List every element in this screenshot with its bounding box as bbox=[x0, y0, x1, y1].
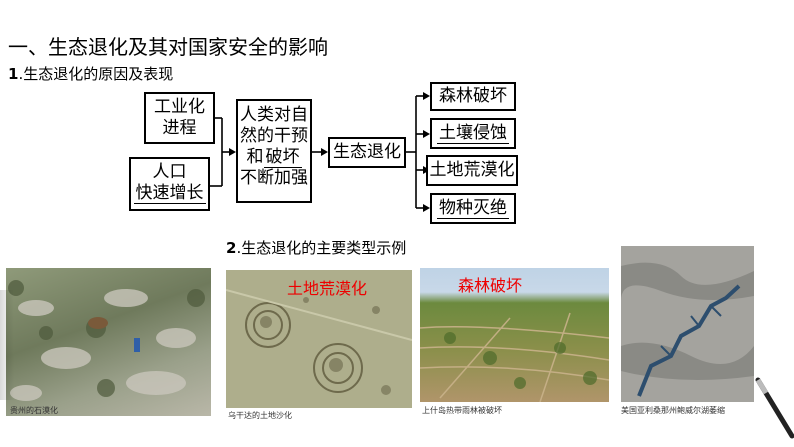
result-box-desertification: 土地荒漠化 bbox=[426, 155, 518, 186]
section-heading-examples: 2.生态退化的主要类型示例 bbox=[226, 238, 406, 258]
photo-lake-shrinking bbox=[621, 246, 754, 402]
middle-line-underlined: 破坏 bbox=[263, 147, 302, 168]
photo-caption: 上什岛热带雨林被破坏 bbox=[422, 406, 502, 415]
aerial-texture bbox=[226, 270, 412, 408]
result-box-forest: 森林破坏 bbox=[430, 82, 516, 111]
middle-line: 和 bbox=[246, 147, 264, 167]
photo-forest-destruction bbox=[420, 268, 609, 402]
human-intervention-box: 人类对自 然的干预 和破坏 不断加强 bbox=[236, 99, 312, 203]
photo-rocky-desertification bbox=[6, 268, 211, 416]
middle-line: 不断加强 bbox=[240, 168, 308, 188]
photo-caption: 贵州的石漠化 bbox=[10, 406, 58, 415]
cause-box-industrialization: 工业化 进程 bbox=[144, 92, 215, 144]
satellite-texture bbox=[621, 246, 754, 402]
section-label: .生态退化的主要类型示例 bbox=[236, 239, 407, 257]
section-heading-causes: 1.生态退化的原因及表现 bbox=[8, 64, 173, 84]
result-label: 森林破坏 bbox=[439, 86, 507, 106]
cause-line: 人口 bbox=[152, 162, 187, 182]
ecological-degradation-box: 生态退化 bbox=[328, 137, 406, 168]
photo-caption: 乌干达的土地沙化 bbox=[228, 411, 292, 420]
result-label: 土地荒漠化 bbox=[429, 160, 515, 180]
middle-line: 然的干预 bbox=[240, 126, 308, 146]
cause-line: 工业化 bbox=[154, 97, 205, 117]
ink-wash-decoration bbox=[0, 290, 14, 400]
section-label: .生态退化的原因及表现 bbox=[18, 65, 174, 83]
result-label: 土壤侵蚀 bbox=[437, 123, 509, 144]
page-title: 一、生态退化及其对国家安全的影响 bbox=[8, 35, 328, 59]
section-number: 2 bbox=[226, 239, 237, 257]
forest-texture bbox=[420, 312, 609, 402]
pen-decoration-icon bbox=[755, 377, 794, 439]
photo-overlay-label: 土地荒漠化 bbox=[287, 279, 368, 298]
result-label: 物种灭绝 bbox=[437, 198, 509, 219]
cause-line: 进程 bbox=[162, 118, 197, 138]
cause-line: 快速增长 bbox=[133, 183, 206, 204]
cause-box-population: 人口 快速增长 bbox=[129, 157, 210, 211]
photo-land-desertification bbox=[226, 270, 412, 408]
result-box-soil: 土壤侵蚀 bbox=[430, 118, 516, 149]
result-box-extinction: 物种灭绝 bbox=[430, 193, 516, 224]
photo-caption: 美国亚利桑那州鲍威尔湖萎缩 bbox=[621, 406, 725, 415]
photo-overlay-label: 森林破坏 bbox=[458, 276, 523, 295]
middle-line: 人类对自 bbox=[240, 105, 308, 125]
center-label: 生态退化 bbox=[333, 142, 401, 162]
rocky-texture bbox=[8, 280, 205, 401]
section-number: 1 bbox=[8, 65, 19, 83]
